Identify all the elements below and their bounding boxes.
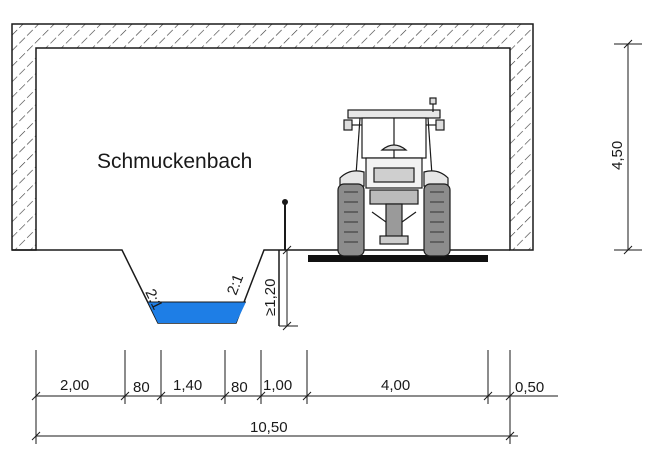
creek-label: Schmuckenbach bbox=[97, 150, 252, 173]
depth-dimension bbox=[279, 245, 298, 331]
road-slab bbox=[308, 255, 488, 262]
width-label-7: 0,50 bbox=[515, 379, 544, 396]
height-label: 4,50 bbox=[609, 141, 626, 170]
width-dimension-chain bbox=[31, 350, 558, 444]
total-width-label: 10,50 bbox=[250, 419, 288, 436]
railing-post bbox=[282, 199, 288, 250]
width-label-4: 80 bbox=[231, 379, 248, 396]
tractor-icon bbox=[337, 97, 451, 257]
creek-water bbox=[148, 302, 246, 323]
wall-structure bbox=[11, 23, 534, 251]
width-label-6: 4,00 bbox=[381, 377, 410, 394]
width-label-1: 2,00 bbox=[60, 377, 89, 394]
width-label-3: 1,40 bbox=[173, 377, 202, 394]
depth-label: ≥1,20 bbox=[262, 279, 279, 316]
width-label-2: 80 bbox=[133, 379, 150, 396]
slope-label-right: 2:1 bbox=[224, 272, 247, 298]
width-label-5: 1,00 bbox=[263, 377, 292, 394]
height-dimension bbox=[614, 39, 642, 255]
